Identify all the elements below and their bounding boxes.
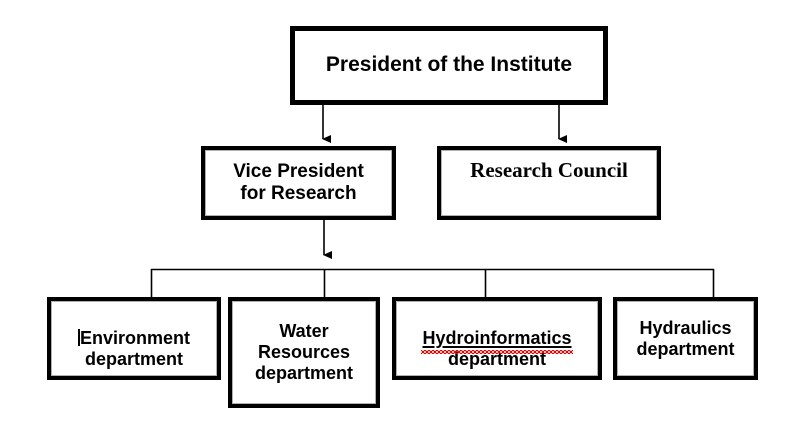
node-research-council-frame: Research Council — [441, 150, 657, 216]
node-president[interactable]: President of the Institute — [290, 26, 608, 105]
node-vice-president[interactable]: Vice President for Research — [201, 146, 396, 220]
node-hydraulics-department-frame: Hydraulics department — [617, 301, 754, 376]
node-president-label: President of the Institute — [325, 53, 573, 77]
node-water-resources-department-frame: Water Resources department — [232, 301, 376, 404]
node-water-resources-department[interactable]: Water Resources department — [228, 297, 380, 408]
node-vice-president-label: Vice President for Research — [233, 160, 364, 204]
text-caret — [77, 329, 80, 347]
node-hydraulics-department[interactable]: Hydraulics department — [613, 297, 758, 380]
node-hydraulics-department-label: Hydraulics department — [636, 317, 735, 359]
node-research-council[interactable]: Research Council — [437, 146, 661, 220]
node-president-frame: President of the Institute — [293, 29, 605, 102]
node-environment-department-label-line-1: Environment — [79, 328, 190, 349]
node-environment-department-label-line-2: department — [84, 348, 183, 369]
node-water-resources-department-label: Water Resources department — [254, 321, 353, 383]
node-vice-president-frame: Vice President for Research — [205, 150, 392, 216]
misspelled-word-hydroinformatics: Hydroinformatics — [422, 328, 572, 349]
node-research-council-label: Research Council — [470, 158, 628, 182]
